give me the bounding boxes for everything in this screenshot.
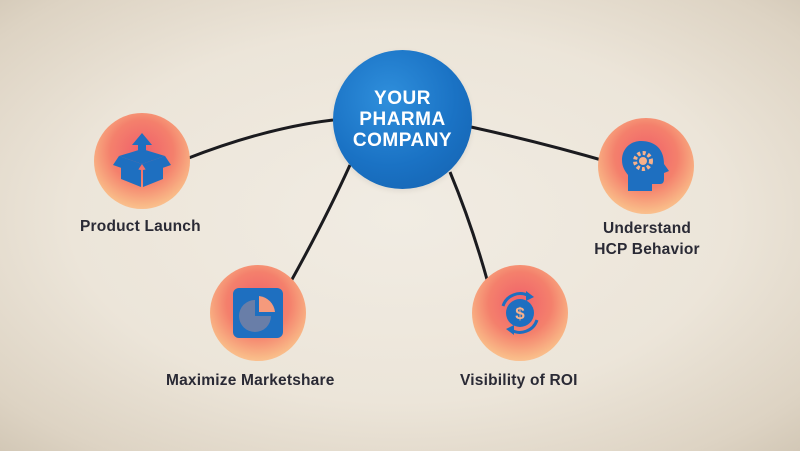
label-visibility-roi: Visibility of ROI [460, 372, 578, 389]
hub-your-pharma-company: YOUR PHARMA COMPANY [333, 50, 472, 189]
box-arrow-up-icon [113, 133, 171, 187]
link-visibility-roi [448, 171, 490, 284]
node-visibility-roi: $ [472, 265, 568, 361]
label-understand-hcp: Understand HCP Behavior [583, 218, 711, 260]
node-understand-hcp [598, 118, 694, 214]
hub-label: YOUR PHARMA COMPANY [352, 88, 453, 151]
label-product-launch: Product Launch [80, 218, 201, 235]
node-maximize-marketshare [210, 265, 306, 361]
head-gear-icon [622, 141, 669, 191]
link-product-launch [185, 118, 334, 161]
pie-chart-icon [233, 288, 283, 338]
link-maximize-marketshare [288, 164, 352, 284]
node-product-launch [94, 113, 190, 209]
label-understand-hcp-line2: HCP Behavior [594, 241, 700, 258]
label-maximize-marketshare: Maximize Marketshare [166, 372, 335, 389]
link-understand-hcp [470, 125, 613, 165]
label-understand-hcp-line1: Understand [602, 220, 692, 237]
svg-text:$: $ [515, 304, 525, 323]
dollar-cycle-icon: $ [501, 291, 539, 335]
